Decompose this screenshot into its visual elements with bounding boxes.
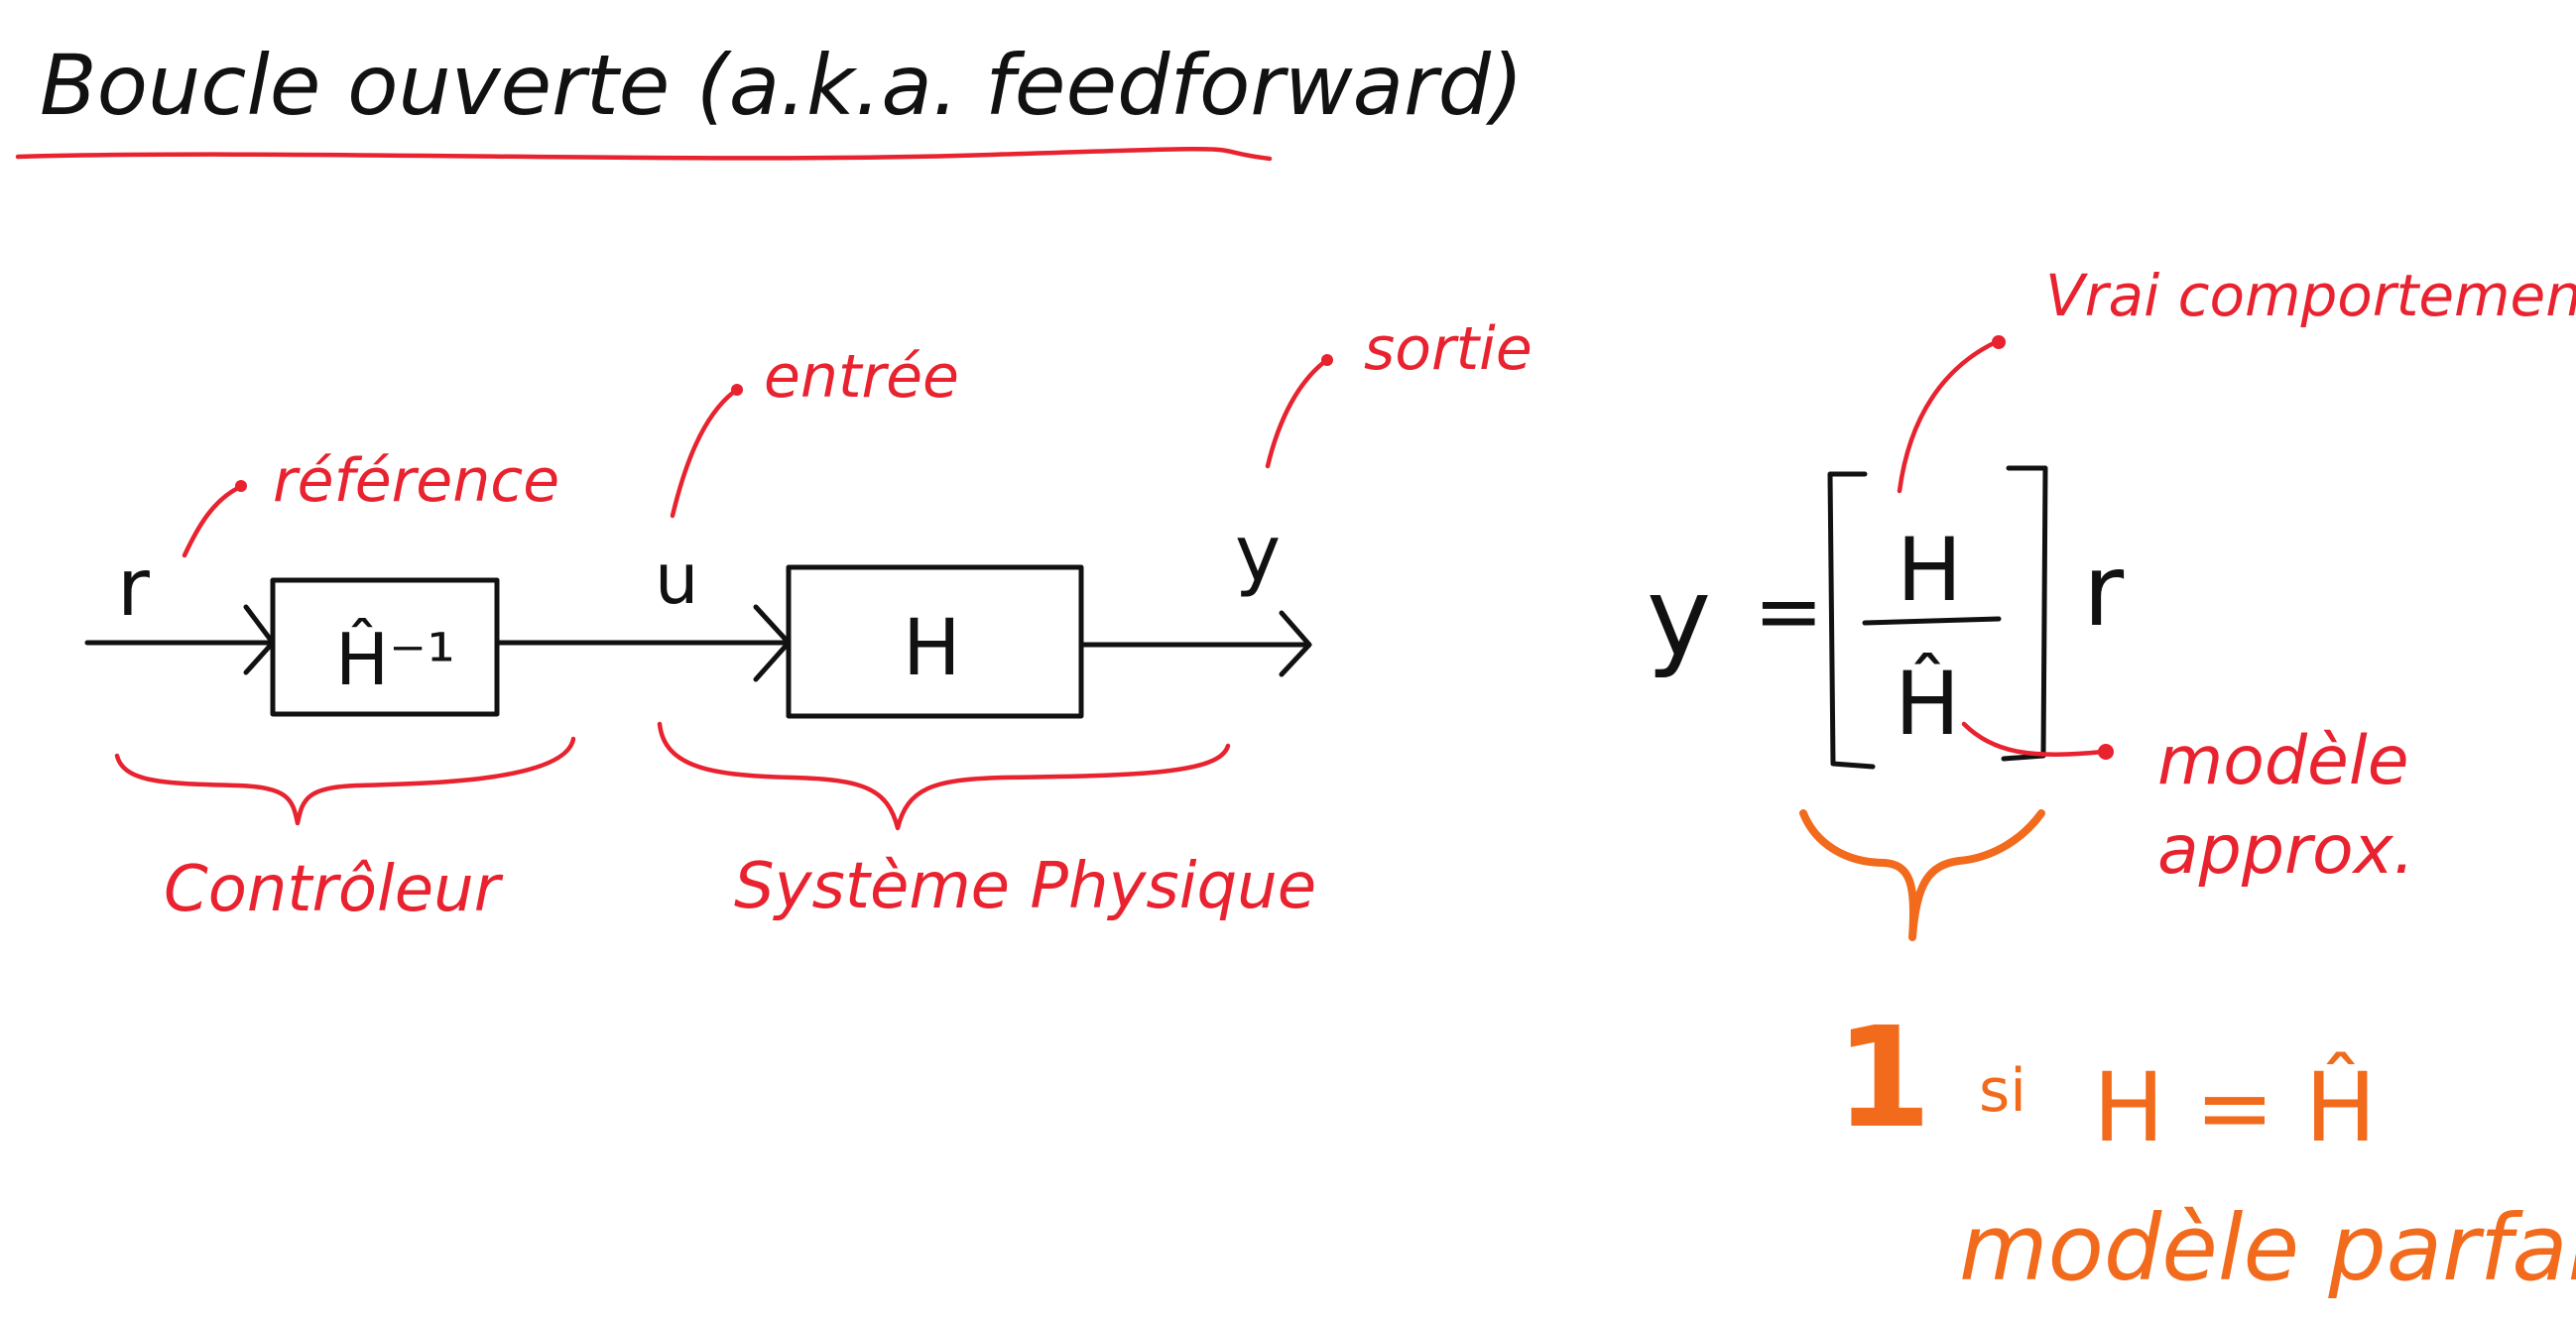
- reference-signal-label: r: [117, 542, 150, 634]
- output-arrowhead: [1279, 610, 1312, 677]
- denominator-annotation-line1: modèle: [2157, 722, 2409, 800]
- input-signal-label: u: [655, 539, 698, 620]
- numerator-pointer-dot: [1992, 335, 2006, 349]
- reference-annotation: référence: [273, 446, 559, 516]
- controller-block: [270, 577, 500, 717]
- equation-equals: =: [1754, 562, 1823, 660]
- equation-rhs: r: [2083, 533, 2125, 649]
- page-title: Boucle ouverte (a.k.a. feedforward): [40, 37, 1524, 134]
- equation-right-bracket: [2001, 465, 2048, 762]
- output-annotation: sortie: [1364, 314, 1533, 384]
- plant-group-label: Système Physique: [734, 850, 1316, 923]
- input-pointer-dot: [731, 384, 743, 396]
- numerator-annotation: Vrai comportement: [2045, 262, 2576, 329]
- reference-pointer-dot: [235, 480, 247, 492]
- result-brace: [1799, 809, 2045, 941]
- controller-block-label: Ĥ⁻¹: [335, 618, 455, 701]
- controller-input-arrowhead: [243, 604, 276, 675]
- input-annotation: entrée: [764, 342, 959, 412]
- fraction-bar: [1862, 616, 2002, 626]
- equation-numerator: H: [1897, 519, 1962, 621]
- numerator-pointer: [1897, 339, 1999, 494]
- plant-brace: [657, 721, 1231, 831]
- denominator-pointer-dot: [2098, 744, 2114, 760]
- denominator-pointer: [1961, 721, 2106, 758]
- result-condition-word: si: [1979, 1056, 2026, 1126]
- result-value: 1: [1835, 998, 1931, 1159]
- equation-denominator: Ĥ: [1895, 653, 1960, 755]
- title-underline: [15, 146, 1273, 162]
- equation-lhs: y: [1647, 553, 1711, 680]
- controller-brace: [114, 736, 576, 826]
- reference-pointer: [182, 485, 241, 558]
- result-condition: H = Ĥ: [2093, 1051, 2377, 1163]
- output-signal-label: y: [1235, 510, 1281, 599]
- input-pointer: [670, 389, 737, 519]
- result-caption: modèle parfait: [1959, 1195, 2576, 1301]
- controller-group-label: Contrôleur: [164, 853, 504, 926]
- equation-left-bracket: [1827, 471, 1876, 770]
- plant-block: [786, 564, 1084, 719]
- denominator-annotation-line2: approx.: [2157, 811, 2414, 890]
- output-pointer: [1265, 359, 1327, 469]
- output-pointer-dot: [1321, 354, 1333, 366]
- plant-block-label: H: [903, 604, 961, 693]
